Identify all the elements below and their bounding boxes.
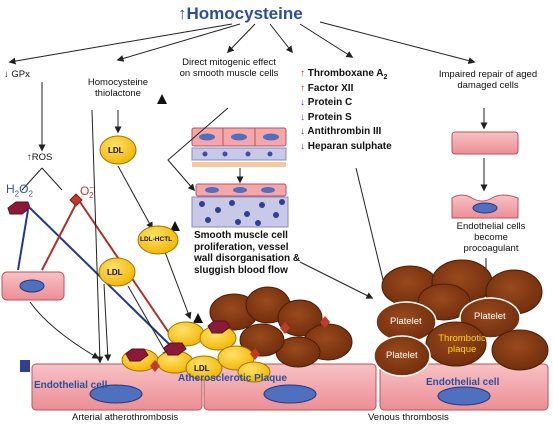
marker-triangle	[157, 94, 167, 104]
factor-item: ↓ Heparan sulphate	[300, 140, 392, 152]
coagulation-factors-list: ↑ Thromboxane A2 ↑ Factor XII ↓ Protein …	[300, 68, 392, 155]
arterial-caption: Arterial atherothrombosis	[72, 412, 179, 423]
homocysteine-title: ↑Homocysteine	[178, 4, 303, 23]
arrow-left-cell-to-plaque	[29, 301, 100, 359]
factor-item: ↓ Protein S	[300, 111, 352, 123]
up-arrow-icon: ↑	[300, 82, 308, 94]
ldl-label: LDL	[107, 268, 123, 277]
down-arrow-icon: ↓	[4, 69, 12, 80]
h2o2-label: H2O2	[6, 182, 33, 199]
ldl-particle	[99, 135, 137, 165]
thiolactone-arrows	[91, 109, 192, 364]
ldl-label: LDL	[108, 146, 124, 155]
factor-item: ↑ Factor XII	[300, 82, 354, 94]
endothelial-cell-label: Endothelial cell	[34, 380, 108, 391]
down-arrow-icon: ↓	[300, 126, 308, 137]
thrombotic-plaque-label: Thrombotic plaque	[438, 333, 486, 355]
damaged-endothelial-cell-left	[1, 271, 65, 301]
arrow-factors-to-venous	[355, 167, 389, 294]
factor-item: ↑ Thromboxane A2	[300, 68, 388, 81]
venous-caption: Venous thrombosis	[368, 412, 449, 423]
up-arrow-icon: ↑	[178, 4, 187, 23]
aged-endothelial-cell	[451, 131, 519, 155]
ldl-label: LDL	[194, 364, 210, 373]
procoagulant-label: Endothelial cells become procoagulant	[456, 221, 526, 254]
factor-item: ↓ Protein C	[300, 97, 353, 108]
platelet-label: Platelet	[390, 316, 422, 327]
ldl-hctl-label: LDL-HCTL	[140, 236, 173, 243]
venous-thrombus	[373, 259, 549, 377]
smooth-muscle-cells	[191, 127, 287, 167]
wall-edge	[20, 360, 30, 372]
ros-pathway-arrows	[21, 82, 63, 191]
marker-triangle	[170, 221, 180, 231]
arrow-smc-to-venous	[299, 261, 374, 299]
impaired-repair-label: Impaired repair of aged damaged cells	[438, 69, 538, 91]
platelet-label: Platelet	[386, 350, 418, 361]
ros-label: ↑ROS	[27, 152, 53, 163]
damaged-endothelial-cell-right	[451, 194, 519, 219]
factor-item: ↓ Antithrombin III	[300, 126, 382, 137]
ldl-hctl-particle	[137, 225, 179, 255]
proliferating-smooth-muscle-cells	[191, 183, 289, 228]
title-arrows	[8, 21, 476, 65]
mitogenic-label: Direct mitogenic effect on smooth muscle…	[179, 57, 279, 79]
up-arrow-icon: ↑	[300, 68, 308, 79]
endothelial-cell-label: Endothelial cell	[426, 377, 500, 388]
plaque-oxidized-particles	[125, 316, 330, 372]
atherosclerotic-plaque-label: Atherosclerotic Plaque	[178, 373, 287, 384]
down-arrow-icon: ↓	[300, 97, 308, 108]
gpx-label: ↓ GPx	[4, 69, 30, 80]
up-arrow-icon: ↑	[27, 152, 32, 163]
thiolactone-label: Homocysteine thiolactone	[87, 77, 149, 99]
platelet-label: Platelet	[474, 311, 506, 322]
down-arrow-icon: ↓	[300, 111, 308, 123]
oxidized-particle	[69, 193, 83, 207]
marker-triangle	[193, 313, 203, 323]
smc-effect-label: Smooth muscle cell proliferation, vessel…	[194, 230, 301, 276]
endothelial-layer	[31, 363, 549, 411]
arrow-mitogen-to-smc	[167, 107, 229, 192]
ldl-particle	[98, 257, 136, 287]
o2-label: O−2	[80, 183, 95, 201]
down-arrow-icon: ↓	[300, 140, 308, 152]
